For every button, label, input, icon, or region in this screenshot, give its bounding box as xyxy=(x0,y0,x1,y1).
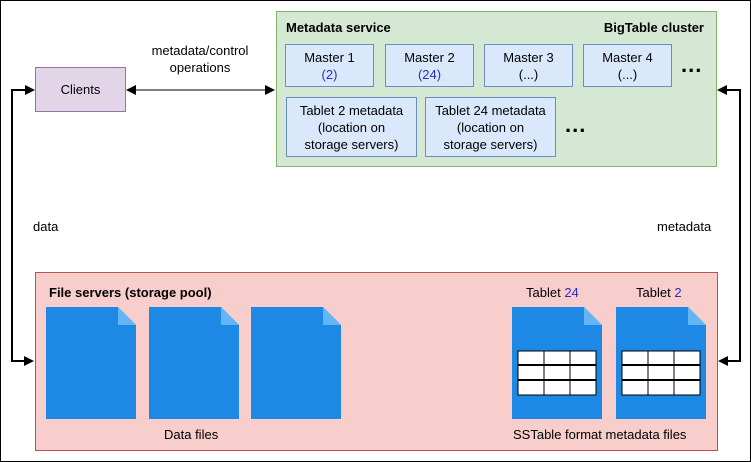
master-name: Master 2 xyxy=(404,49,455,65)
more-masters-ellipsis: ... xyxy=(681,52,703,77)
master-value: (24) xyxy=(417,66,442,82)
clients-label: Clients xyxy=(60,82,101,97)
tablet-prefix: Tablet xyxy=(526,285,565,300)
tablet-metadata-line: (location on xyxy=(456,119,525,135)
metadata-service-title: Metadata service xyxy=(286,20,391,35)
sstable-caption: SSTable format metadata files xyxy=(513,427,687,442)
master-4: Master 4 (...) xyxy=(583,44,672,87)
master-name: Master 1 xyxy=(304,49,355,65)
master-1: Master 1 (2) xyxy=(285,44,374,87)
table-grid-icon xyxy=(621,350,701,396)
tablet-metadata-line: Tablet 24 metadata xyxy=(435,102,546,118)
tablet-metadata-line: storage servers) xyxy=(443,136,538,152)
data-file-icon xyxy=(149,307,239,419)
data-files-caption: Data files xyxy=(164,427,219,442)
master-3: Master 3 (...) xyxy=(484,44,573,87)
more-tablets-ellipsis: ... xyxy=(565,112,587,137)
table-grid-icon xyxy=(517,350,597,396)
tablet-prefix: Tablet xyxy=(636,285,675,300)
sstable-file-icon xyxy=(512,307,602,419)
tablet-number: 2 xyxy=(674,285,682,300)
master-value: (2) xyxy=(321,66,338,82)
tablet-metadata-line: Tablet 2 metadata xyxy=(299,102,404,118)
master-name: Master 3 xyxy=(503,49,554,65)
storage-pool-title: File servers (storage pool) xyxy=(49,285,212,300)
data-file-icon xyxy=(46,307,136,419)
data-label: data xyxy=(33,219,59,234)
master-value: (...) xyxy=(617,66,638,82)
tablet-2-label: Tablet 2 xyxy=(636,285,682,300)
clients-storage-arrow xyxy=(11,85,35,366)
sstable-file-icon xyxy=(616,307,706,419)
metadata-control-label: metadata/control operations xyxy=(151,43,249,75)
data-file-icon xyxy=(251,307,341,419)
master-2: Master 2 (24) xyxy=(385,44,474,87)
master-value: (...) xyxy=(518,66,539,82)
tablet-24-label: Tablet 24 xyxy=(526,285,579,300)
master-name: Master 4 xyxy=(602,49,653,65)
clients-node: Clients xyxy=(35,67,126,112)
tablet-metadata-line: storage servers) xyxy=(304,136,399,152)
tablet-24-metadata: Tablet 24 metadata (location on storage … xyxy=(425,97,556,157)
tablet-number: 24 xyxy=(564,285,579,300)
metadata-service-box: Metadata service BigTable cluster Master… xyxy=(276,11,717,167)
metadata-label: metadata xyxy=(657,219,712,234)
storage-pool-box: File servers (storage pool) Data files T… xyxy=(35,272,718,451)
bigtable-cluster-label: BigTable cluster xyxy=(603,20,704,35)
tablet-metadata-line: (location on xyxy=(317,119,386,135)
tablet-2-metadata: Tablet 2 metadata (location on storage s… xyxy=(286,97,417,157)
metadata-storage-arrow xyxy=(717,85,741,366)
